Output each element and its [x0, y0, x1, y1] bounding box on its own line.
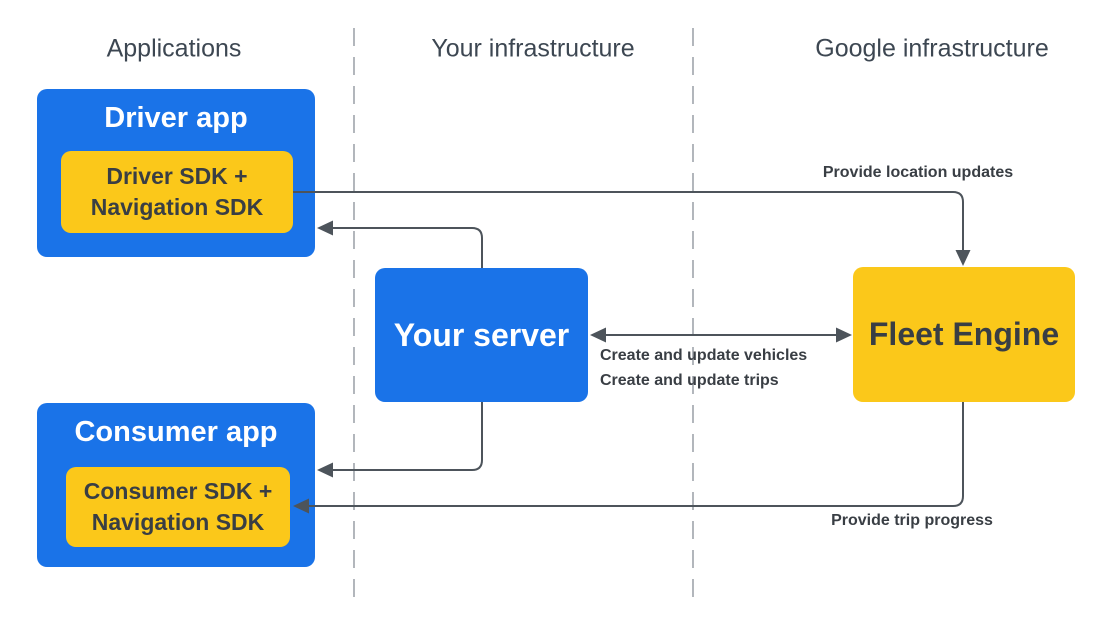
connector-your-server-fleet-engine-bidirectional	[590, 327, 852, 343]
column-header-your-infrastructure: Your infrastructure	[431, 34, 635, 63]
connector-driver-sdk-to-fleet-engine	[293, 191, 971, 266]
node-fleet-engine: Fleet Engine	[853, 267, 1075, 402]
edge-label-create-and-update-vehicles: Create and update vehicles	[600, 347, 808, 364]
connector-fleet-engine-to-consumer-sdk	[293, 402, 964, 514]
consumer-sdk-box: Consumer SDK + Navigation SDK	[66, 467, 290, 547]
connector-your-server-to-consumer-app	[317, 402, 483, 478]
column-header-applications: Applications	[106, 34, 242, 63]
driver-sdk-box: Driver SDK + Navigation SDK	[61, 151, 293, 233]
edge-label-provide-location-updates: Provide location updates	[822, 164, 1014, 181]
node-consumer-app: Consumer app Consumer SDK + Navigation S…	[37, 403, 315, 567]
node-driver-app: Driver app Driver SDK + Navigation SDK	[37, 89, 315, 257]
edge-label-create-and-update-trips: Create and update trips	[600, 372, 779, 389]
driver-app-title: Driver app	[104, 102, 248, 134]
consumer-app-title: Consumer app	[74, 416, 278, 448]
connector-your-server-to-driver-app	[317, 220, 483, 268]
node-your-server: Your server	[375, 268, 588, 402]
edge-label-provide-trip-progress: Provide trip progress	[831, 512, 993, 529]
column-header-google-infrastructure: Google infrastructure	[815, 34, 1049, 63]
